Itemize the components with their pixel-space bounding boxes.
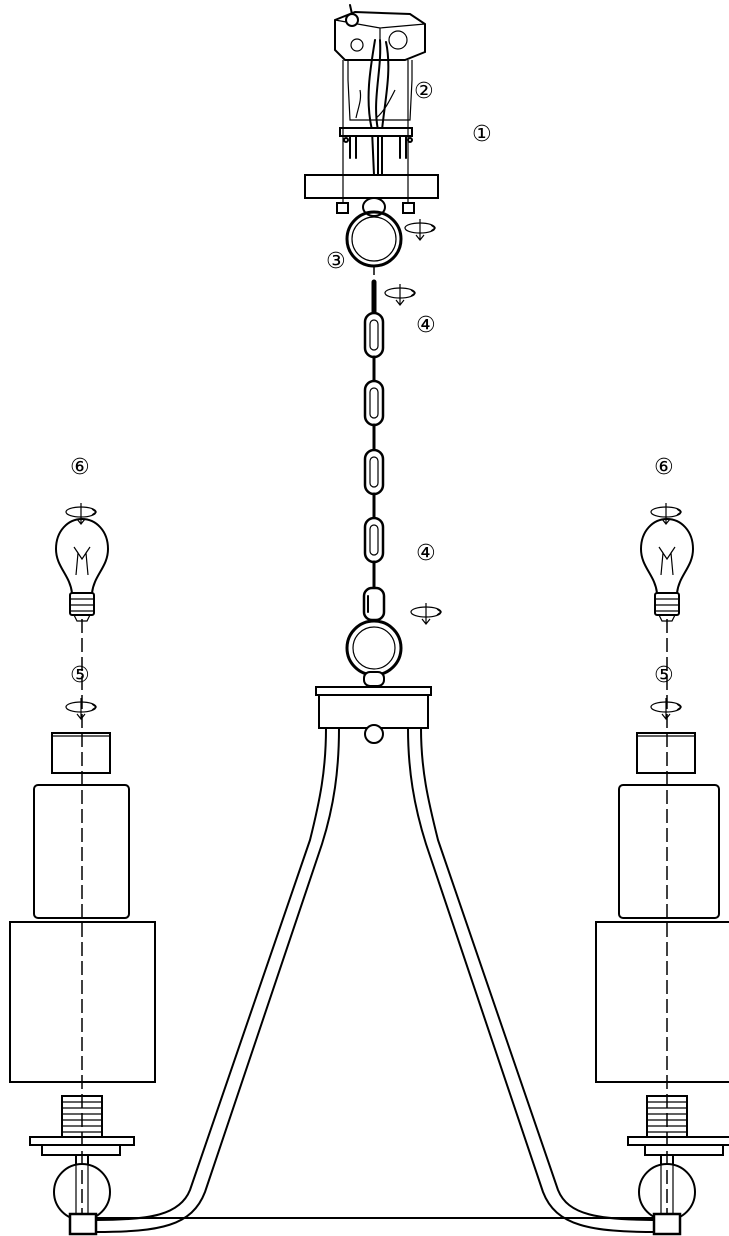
- rotate-arrow-icon: [650, 697, 682, 720]
- rotate-arrow-icon: [65, 697, 97, 720]
- step-label-2: ②: [414, 79, 434, 104]
- step-label-6-right: ⑥: [654, 455, 674, 480]
- junction-box-icon: [334, 4, 426, 121]
- step-label-5-right: ⑤: [654, 663, 674, 688]
- canopy: [304, 174, 439, 199]
- left-lamp-assembly: [9, 600, 156, 1236]
- rotate-arrow-icon: [404, 218, 436, 241]
- step-label-5-left: ⑤: [70, 663, 90, 688]
- light-bulb-icon: [640, 518, 694, 622]
- chain: [362, 279, 386, 622]
- mounting-bar: [339, 127, 413, 159]
- frame-arms: [95, 727, 659, 1233]
- step-label-3: ③: [326, 249, 346, 274]
- rotate-arrow-icon: [410, 602, 442, 625]
- rotate-arrow-icon: [384, 283, 416, 306]
- right-lamp-assembly: [595, 600, 729, 1236]
- canopy-loop: [345, 197, 403, 275]
- step-label-4-bottom: ④: [416, 541, 436, 566]
- step-label-4-top: ④: [416, 313, 436, 338]
- step-label-1: ①: [472, 122, 492, 147]
- light-bulb-icon: [55, 518, 109, 622]
- guide-lines: [336, 60, 415, 214]
- step-label-6-left: ⑥: [70, 455, 90, 480]
- center-hub: [315, 686, 432, 744]
- fixture-loop: [345, 619, 403, 687]
